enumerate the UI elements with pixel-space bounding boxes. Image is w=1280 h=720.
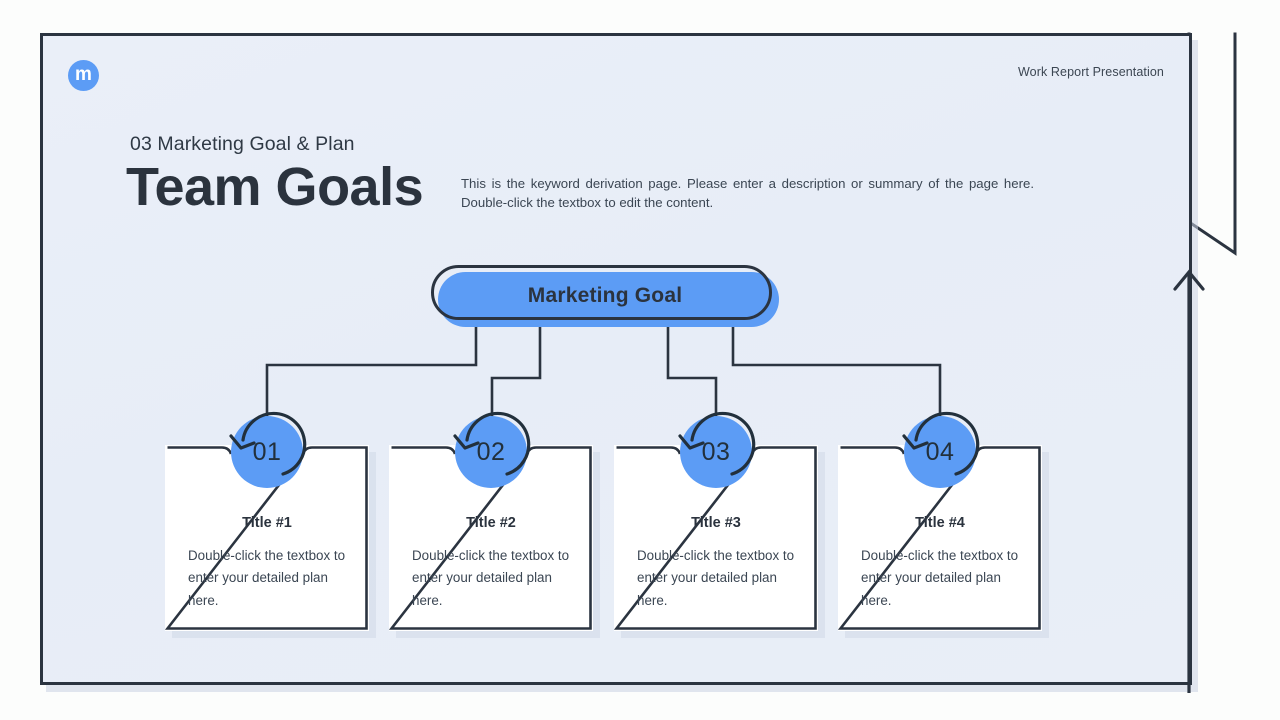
- node-badge-01[interactable]: 01: [225, 410, 309, 494]
- card-body: Double-click the textbox to enter your d…: [412, 548, 570, 608]
- node-number: 02: [476, 437, 506, 466]
- presentation-label: Work Report Presentation: [1018, 65, 1164, 79]
- circular-arrow-icon: [453, 411, 531, 476]
- card-body: Double-click the textbox to enter your d…: [637, 548, 795, 608]
- node-badge-02[interactable]: 02: [449, 410, 533, 494]
- circular-arrow-icon: [678, 411, 756, 476]
- root-node-label: Marketing Goal: [527, 284, 683, 307]
- page-description: This is the keyword derivation page. Ple…: [461, 176, 1034, 211]
- node-card-01[interactable]: Title #1 Double-click the textbox to ent…: [165, 445, 369, 631]
- node-badge-disc: [231, 416, 303, 488]
- node-card-04[interactable]: Title #4 Double-click the textbox to ent…: [838, 445, 1042, 631]
- root-node-outline: [431, 265, 772, 320]
- card-title: Title #2: [466, 515, 516, 531]
- node-number: 03: [701, 437, 731, 466]
- node-badge-disc: [680, 416, 752, 488]
- card-title: Title #4: [915, 515, 965, 531]
- circular-arrow-icon: [229, 411, 307, 476]
- node-badge-disc: [455, 416, 527, 488]
- node-badge-disc: [904, 416, 976, 488]
- circular-arrow-icon: [902, 411, 980, 476]
- card-title: Title #1: [242, 515, 292, 531]
- node-badge-03[interactable]: 03: [674, 410, 758, 494]
- page-title: Team Goals: [126, 157, 424, 217]
- brand-logo-icon: m: [68, 60, 99, 91]
- card-body: Double-click the textbox to enter your d…: [861, 548, 1019, 608]
- root-node-marketing-goal[interactable]: Marketing Goal: [431, 265, 779, 327]
- node-number: 04: [925, 437, 955, 466]
- node-number: 01: [252, 437, 282, 466]
- section-eyebrow: 03 Marketing Goal & Plan: [130, 133, 355, 155]
- node-badge-04[interactable]: 04: [898, 410, 982, 494]
- card-title: Title #3: [691, 515, 741, 531]
- folded-flag-decoration: [1187, 32, 1237, 256]
- card-body: Double-click the textbox to enter your d…: [188, 548, 346, 608]
